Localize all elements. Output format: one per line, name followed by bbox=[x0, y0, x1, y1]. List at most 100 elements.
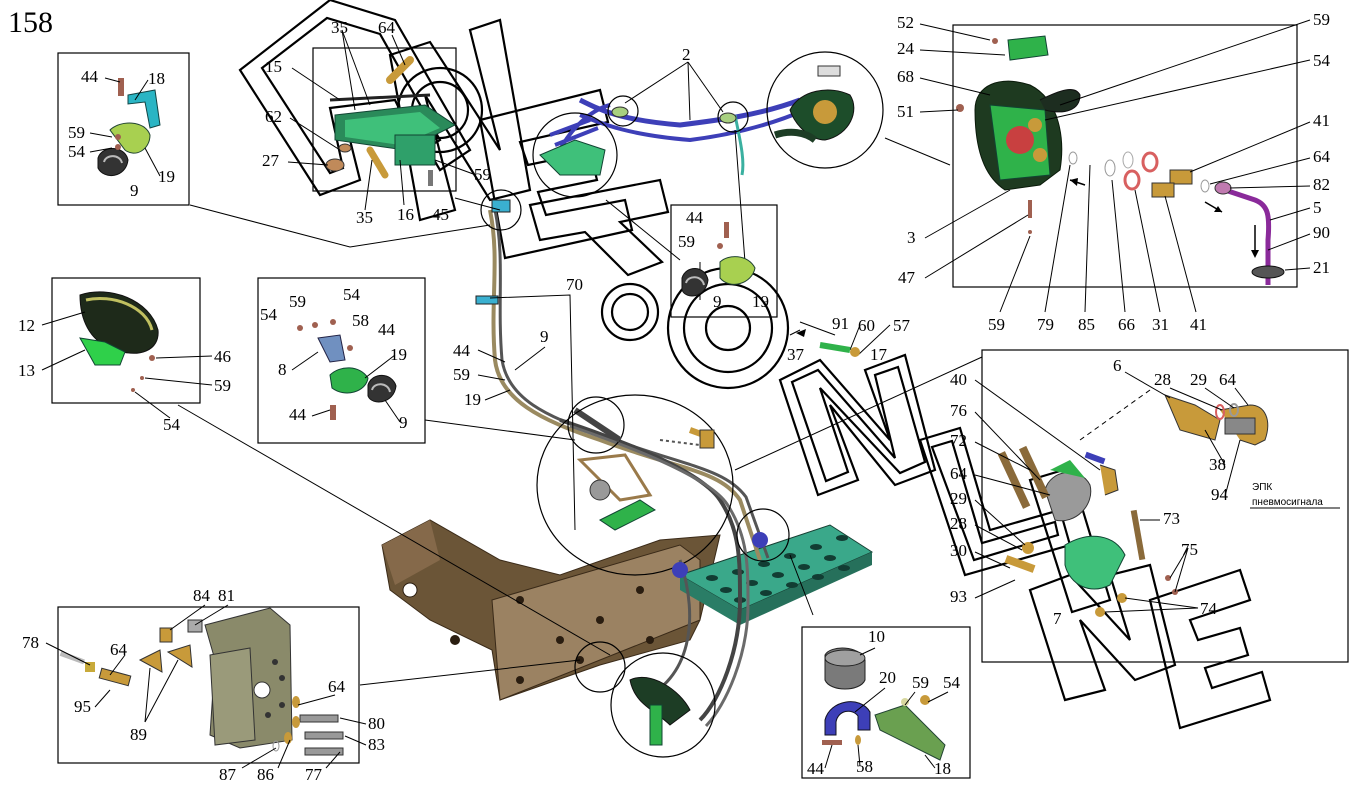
callout: 15 bbox=[265, 57, 282, 76]
callout: 87 bbox=[219, 765, 237, 784]
callout: 51 bbox=[897, 102, 914, 121]
detail-box-clamp-bottom bbox=[801, 626, 971, 779]
callout: 46 bbox=[214, 347, 231, 366]
callout: 73 bbox=[1163, 509, 1180, 528]
callout: 44 bbox=[453, 341, 471, 360]
callout: 35 bbox=[331, 18, 348, 37]
callout: 31 bbox=[1152, 315, 1169, 334]
callout: 77 bbox=[305, 765, 323, 784]
callout: 5 bbox=[1313, 198, 1322, 217]
callout: 18 bbox=[148, 69, 165, 88]
callout: 27 bbox=[262, 151, 280, 170]
callout: 30 bbox=[950, 541, 967, 560]
callout: 44 bbox=[81, 67, 99, 86]
callout: 3 bbox=[907, 228, 916, 247]
callout: 29 bbox=[1190, 370, 1207, 389]
callout: 60 bbox=[858, 316, 875, 335]
callout: 20 bbox=[879, 668, 896, 687]
callout: 64 bbox=[328, 677, 346, 696]
callout: 37 bbox=[787, 345, 805, 364]
detail-box-valve bbox=[952, 24, 1298, 288]
callout: 93 bbox=[950, 587, 967, 606]
callout: 64 bbox=[110, 640, 128, 659]
callout: 64 bbox=[1219, 370, 1237, 389]
callout: 59 bbox=[289, 292, 306, 311]
callout: 57 bbox=[893, 316, 911, 335]
detail-circles bbox=[480, 51, 884, 758]
connector-fitting bbox=[789, 329, 860, 357]
callout: 19 bbox=[752, 292, 769, 311]
callout: 44 bbox=[378, 320, 396, 339]
callout: 82 bbox=[1313, 175, 1330, 194]
callout: 59 bbox=[68, 123, 85, 142]
callout: 70 bbox=[566, 275, 583, 294]
callout: 72 bbox=[950, 431, 967, 450]
detail-box-bracket-clamp bbox=[57, 52, 190, 206]
callout: 9 bbox=[399, 413, 408, 432]
callout: 16 bbox=[397, 205, 414, 224]
callout: 2 bbox=[682, 45, 691, 64]
callout: 84 bbox=[193, 586, 211, 605]
detail-box-hose bbox=[312, 47, 457, 192]
callout: 44 bbox=[686, 208, 704, 227]
callout: 44 bbox=[289, 405, 307, 424]
frame-rail bbox=[381, 519, 721, 701]
callout: 59 bbox=[474, 165, 491, 184]
callout: 59 bbox=[912, 673, 929, 692]
callout: 13 bbox=[18, 361, 35, 380]
callout: 44 bbox=[807, 759, 825, 778]
callout: 9 bbox=[130, 181, 139, 200]
callout: 8 bbox=[278, 360, 287, 379]
detail-box-clamp-mid bbox=[670, 204, 778, 318]
callout: 59 bbox=[678, 232, 695, 251]
callout: 54 bbox=[260, 305, 278, 324]
callout: 21 bbox=[1313, 258, 1330, 277]
callout: 80 bbox=[368, 714, 385, 733]
callout: 19 bbox=[390, 345, 407, 364]
callout: 12 bbox=[18, 316, 35, 335]
callout-numbers: 44 18 59 54 19 9 35 64 15 62 27 35 16 45… bbox=[18, 10, 1331, 784]
callout: 59 bbox=[1313, 10, 1330, 29]
callout: 54 bbox=[163, 415, 181, 434]
callout: 59 bbox=[453, 365, 470, 384]
callout-leaders bbox=[41, 19, 1311, 769]
callout: 64 bbox=[950, 464, 968, 483]
callout: 41 bbox=[1313, 111, 1330, 130]
callout: 45 bbox=[432, 205, 449, 224]
step-plate bbox=[678, 524, 874, 625]
callout: 41 bbox=[1190, 315, 1207, 334]
callout: 40 bbox=[950, 370, 967, 389]
detail-box-bracket-fittings bbox=[57, 606, 360, 764]
callout: 90 bbox=[1313, 223, 1330, 242]
callout: 64 bbox=[1313, 147, 1331, 166]
callout: 79 bbox=[1037, 315, 1054, 334]
callout: 74 bbox=[1200, 599, 1218, 618]
callout: 58 bbox=[856, 757, 873, 776]
detail-box-clamp-left bbox=[257, 277, 426, 444]
leader-lines bbox=[177, 61, 1151, 686]
callout: 59 bbox=[988, 315, 1005, 334]
detail-box-pad bbox=[51, 277, 201, 404]
callout: 9 bbox=[540, 327, 549, 346]
callout: 91 bbox=[832, 314, 849, 333]
detail-box-epk: ЭПК пневмосигнала bbox=[981, 349, 1349, 663]
callout: 35 bbox=[356, 208, 373, 227]
callout: 95 bbox=[74, 697, 91, 716]
callout: 68 bbox=[897, 67, 914, 86]
callout: 89 bbox=[130, 725, 147, 744]
epk-label-line2: пневмосигнала bbox=[1252, 497, 1323, 508]
callout: 17 bbox=[870, 345, 888, 364]
callout: 19 bbox=[158, 167, 175, 186]
callout: 38 bbox=[1209, 455, 1226, 474]
callout: 18 bbox=[934, 759, 951, 778]
hose-coupling-group bbox=[325, 56, 456, 186]
callout: 28 bbox=[950, 514, 967, 533]
callout: 81 bbox=[218, 586, 235, 605]
page-number: 158 bbox=[8, 6, 53, 39]
callout: 54 bbox=[943, 673, 961, 692]
callout: 75 bbox=[1181, 540, 1198, 559]
callout: 85 bbox=[1078, 315, 1095, 334]
callout: 52 bbox=[897, 13, 914, 32]
callout: 62 bbox=[265, 107, 282, 126]
